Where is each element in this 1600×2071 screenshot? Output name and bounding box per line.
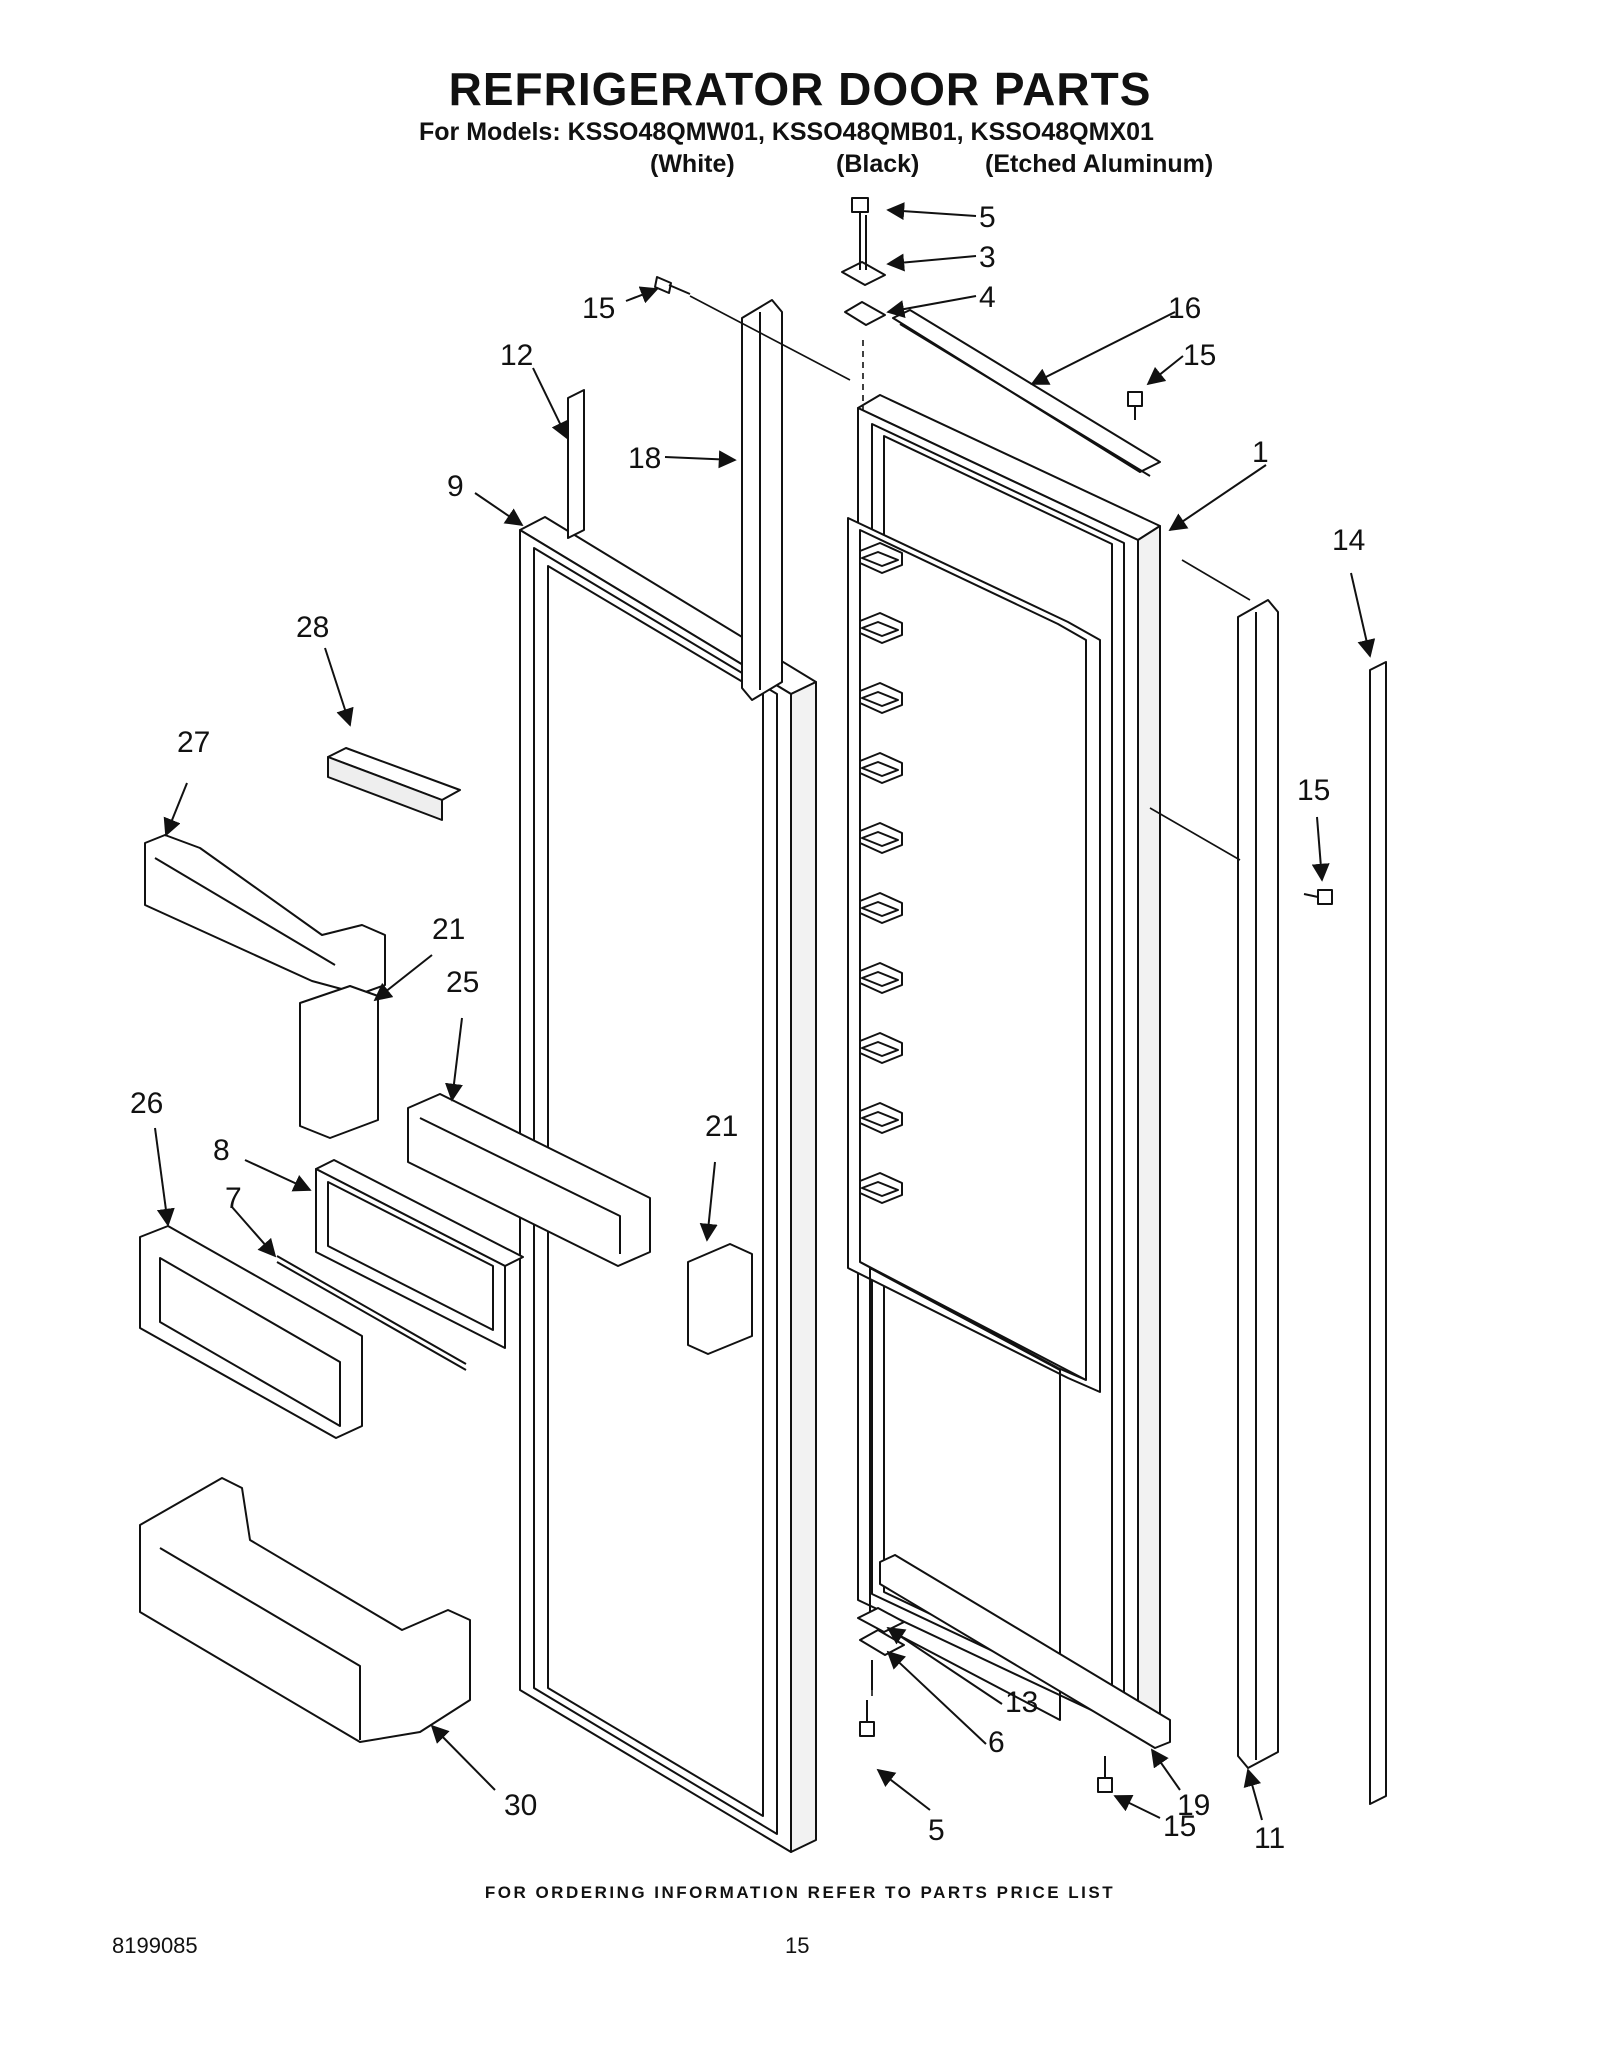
door-tube-part xyxy=(567,389,585,539)
callout-9: 9 xyxy=(447,470,464,503)
callout-4: 4 xyxy=(979,281,996,314)
callout-leaders xyxy=(154,202,1376,1821)
bin-end-cap-right-part xyxy=(687,1243,753,1355)
callout-26: 26 xyxy=(130,1087,163,1120)
top-hinge-part xyxy=(841,215,886,326)
callout-11: 11 xyxy=(1254,1822,1285,1855)
bottom-bracket-part xyxy=(879,1554,1171,1749)
callout-30: 30 xyxy=(504,1789,537,1822)
screw-parts xyxy=(654,197,1333,1793)
ordering-note: FOR ORDERING INFORMATION REFER TO PARTS … xyxy=(484,1883,1116,1902)
door-trim-left-part xyxy=(741,299,783,701)
variant-etched-aluminum: (Etched Aluminum) xyxy=(985,150,1214,178)
callout-5-bottom: 5 xyxy=(928,1814,945,1847)
bin-end-cap-left-part xyxy=(299,985,379,1139)
callout-6: 6 xyxy=(988,1726,1005,1759)
upper-door-bin-part xyxy=(144,834,386,995)
page-number: 15 xyxy=(785,1933,810,1958)
callout-16: 16 xyxy=(1168,292,1201,325)
callout-1: 1 xyxy=(1252,436,1269,469)
callout-27: 27 xyxy=(177,726,210,759)
callout-15-bottom: 15 xyxy=(1163,1810,1196,1843)
callout-25: 25 xyxy=(446,966,479,999)
compartment-door-frame-part xyxy=(315,1159,524,1349)
handle-trim-part xyxy=(1369,661,1387,1805)
door-trim-right-part xyxy=(1237,599,1279,1769)
callout-21-upper: 21 xyxy=(432,913,465,946)
callout-15-top-left: 15 xyxy=(582,292,615,325)
guide-lines xyxy=(689,295,1251,1700)
callout-28: 28 xyxy=(296,611,329,644)
callout-14: 14 xyxy=(1332,524,1365,557)
callout-19: 19 xyxy=(1177,1789,1210,1822)
callout-7: 7 xyxy=(225,1182,242,1215)
callout-15-top-right: 15 xyxy=(1183,339,1216,372)
variant-black: (Black) xyxy=(836,150,920,178)
bottom-hinge-part xyxy=(857,1607,905,1690)
lower-door-bin-part xyxy=(139,1477,471,1743)
callout-numbers: 5 3 4 15 16 15 12 18 9 1 14 28 27 15 21 … xyxy=(130,201,1365,1855)
page-title: REFRIGERATOR DOOR PARTS xyxy=(448,63,1152,115)
callout-21-lower: 21 xyxy=(705,1110,738,1143)
callout-8: 8 xyxy=(213,1134,230,1167)
callout-3: 3 xyxy=(979,241,996,274)
dairy-compartment-part xyxy=(407,1093,651,1267)
model-list: For Models: KSSO48QMW01, KSSO48QMB01, KS… xyxy=(419,118,1154,146)
variant-white: (White) xyxy=(650,150,735,178)
door-assembly-part xyxy=(847,394,1161,1733)
callout-15-right: 15 xyxy=(1297,774,1330,807)
hinge-pin-part xyxy=(276,1255,467,1371)
callout-13: 13 xyxy=(1005,1686,1038,1719)
callout-18: 18 xyxy=(628,442,661,475)
callout-12: 12 xyxy=(500,339,533,372)
small-bin-part xyxy=(327,747,461,821)
document-number: 8199085 xyxy=(112,1933,198,1958)
callout-5-top: 5 xyxy=(979,201,996,234)
